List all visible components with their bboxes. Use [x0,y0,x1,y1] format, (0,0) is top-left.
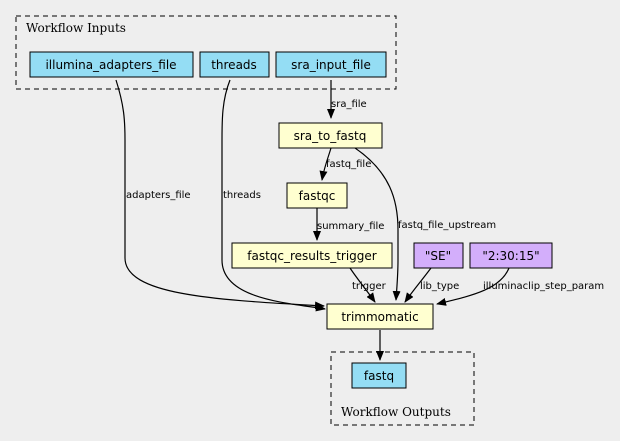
edge-fastq-file: fastq_file [319,147,371,181]
node-sra-input-file[interactable]: sra_input_file [275,51,387,78]
edge-label-fastq-file: fastq_file [326,159,371,170]
edge-adapters-file: adapters_file [115,79,325,310]
node-label-illumina-adapters-file: illumina_adapters_file [45,58,176,72]
node-trimmomatic[interactable]: trimmomatic [326,303,434,330]
workflow-inputs-cluster: Workflow Inputs [15,15,397,90]
node-label-sra-to-fastq: sra_to_fastq [294,129,367,143]
edge-trigger: trigger [349,267,387,303]
node-label-fastq-output: fastq [364,369,394,383]
edge-label-summary-file: summary_file [317,221,384,232]
edge-label-fastq-file-upstream: fastq_file_upstream [398,220,496,231]
edge-label-adapters-file: adapters_file [126,190,191,201]
node-fastqc-results-trigger[interactable]: fastqc_results_trigger [231,242,393,269]
edge-fastq-file-upstream: fastq_file_upstream [354,147,496,301]
node-fastqc[interactable]: fastqc [286,182,348,209]
node-label-threads: threads [211,58,257,72]
edge-label-trigger: trigger [352,281,387,292]
node-clip-literal[interactable]: "2:30:15" [469,242,553,269]
edge-threads: threads [221,79,326,312]
node-se-literal[interactable]: "SE" [413,242,464,269]
node-illumina-adapters-file[interactable]: illumina_adapters_file [29,51,194,78]
node-threads[interactable]: threads [199,51,270,78]
edge-label-lib-type: lib_type [420,281,459,292]
node-label-trimmomatic: trimmomatic [341,310,418,324]
node-label-fastqc: fastqc [299,189,336,203]
node-label-sra-input-file: sra_input_file [291,58,371,72]
edge-lib-type: lib_type [404,267,459,303]
workflow-outputs-cluster: Workflow Outputs [330,351,475,426]
workflow-outputs-label: Workflow Outputs [341,405,451,419]
edge-summary-file: summary_file [313,208,384,241]
workflow-inputs-label: Workflow Inputs [26,21,126,35]
edge-illuminaclip-step-param: illuminaclip_step_param [436,267,604,306]
edge-label-threads: threads [223,190,261,201]
node-label-se-literal: "SE" [425,249,451,263]
edge-sra-file: sra_file [327,80,367,119]
node-label-clip-literal: "2:30:15" [482,249,539,263]
edge-label-sra-file: sra_file [331,99,367,110]
node-fastq-output[interactable]: fastq [351,362,407,389]
edge-label-illuminaclip-step-param: illuminaclip_step_param [483,281,604,292]
node-label-fastqc-results-trigger: fastqc_results_trigger [247,249,377,263]
node-sra-to-fastq[interactable]: sra_to_fastq [278,122,383,149]
